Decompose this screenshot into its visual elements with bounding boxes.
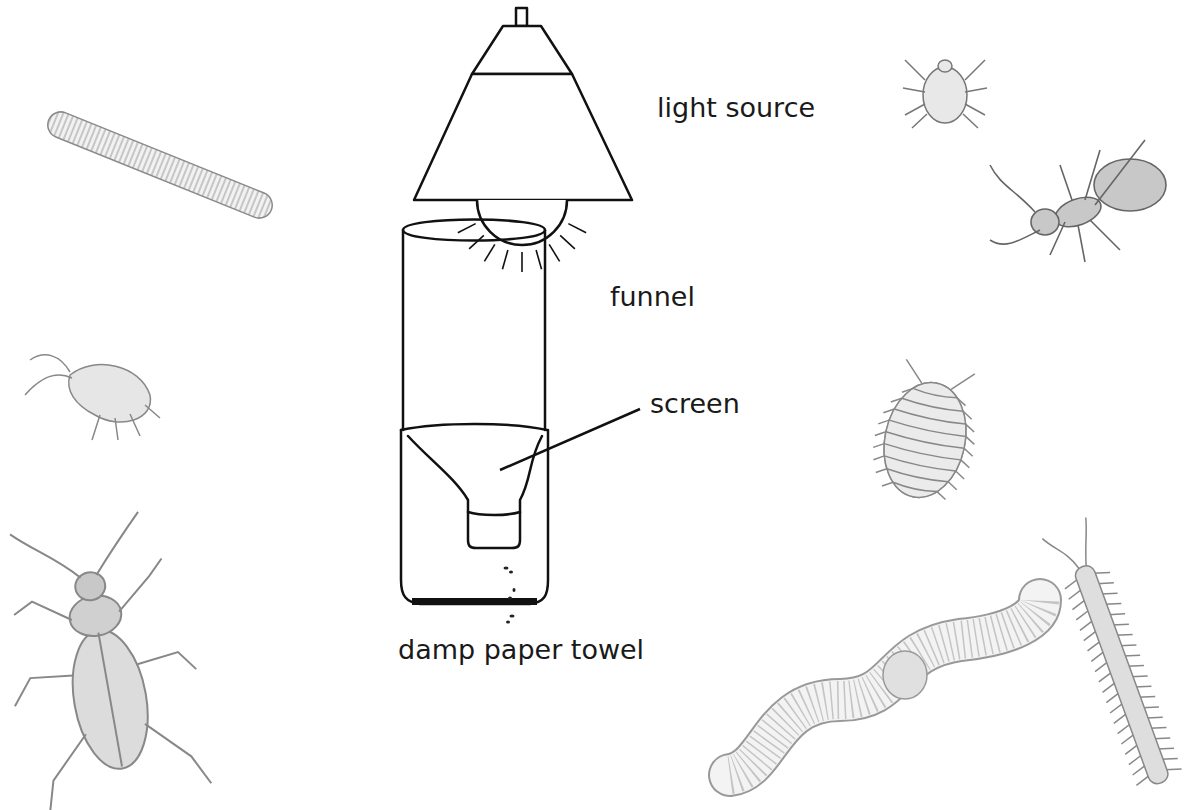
isopod-leg (873, 454, 884, 462)
isopod-leg (963, 448, 974, 456)
isopod-segment (894, 409, 966, 426)
light-ray (484, 244, 494, 261)
isopod-leg (876, 467, 887, 475)
isopod-segment (886, 469, 948, 484)
light-ray (536, 250, 541, 269)
mite (903, 60, 987, 128)
isopod-leg (875, 430, 886, 438)
light-ray (560, 235, 575, 249)
isopod-leg (956, 398, 967, 406)
funnel-bottle (401, 220, 548, 624)
light-ray (458, 224, 476, 233)
ant (990, 140, 1166, 262)
springtail (25, 355, 160, 440)
light-ray (549, 244, 559, 261)
millipede (44, 108, 276, 222)
isopod-leg (964, 424, 975, 432)
isopod-segment (901, 398, 963, 413)
isopod-leg (962, 411, 973, 419)
part-label: light source (657, 92, 815, 124)
part-label: screen (650, 388, 740, 420)
isopod-leg (882, 480, 893, 488)
isopod-leg (954, 471, 965, 479)
isopod-leg (873, 442, 884, 450)
isopod-segment (913, 388, 957, 399)
isopod (864, 356, 989, 507)
light-ray (469, 235, 484, 249)
isopod-leg (965, 436, 976, 444)
beetle (0, 507, 217, 810)
leader-line (500, 409, 640, 470)
part-label: damp paper towel (398, 634, 644, 666)
light-ray (568, 224, 586, 233)
lamp (414, 8, 632, 272)
isopod-leg (891, 396, 902, 404)
isopod-segment (893, 482, 937, 493)
isopod-leg (902, 386, 913, 394)
isopod-leg (883, 407, 894, 415)
light-ray (502, 250, 507, 269)
isopod-segment (884, 456, 956, 473)
isopod-leg (947, 482, 958, 490)
isopod-leg (878, 418, 889, 426)
centipede (1041, 516, 1184, 792)
earthworm (730, 600, 1040, 775)
light-ray (521, 252, 523, 272)
part-label: funnel (610, 281, 695, 313)
isopod-leg (936, 492, 947, 500)
isopod-leg (960, 460, 971, 468)
